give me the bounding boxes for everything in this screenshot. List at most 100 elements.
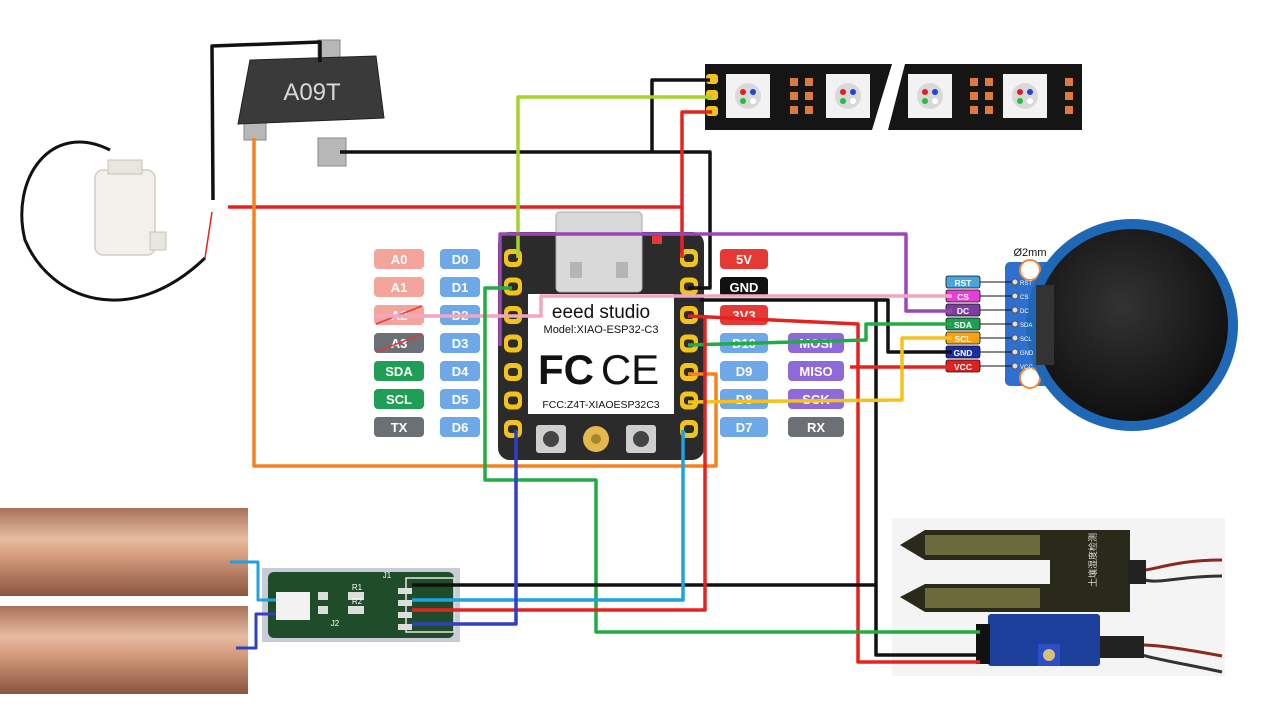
pin-label-a0 xyxy=(374,249,424,269)
pin-label-d4-text: D4 xyxy=(452,364,469,379)
pin-label-d7 xyxy=(720,417,768,437)
pin-label-miso xyxy=(788,361,844,381)
transistor-body xyxy=(237,55,385,125)
display-pcb-pin-text: CS xyxy=(1020,295,1028,301)
display-pin-text-scl: SCL xyxy=(955,334,972,344)
wires xyxy=(210,40,980,664)
pin-label-a1-text: A1 xyxy=(391,280,408,295)
display-pin-text-sda: SDA xyxy=(954,320,972,330)
pin-label-d3 xyxy=(440,333,480,353)
pin-label-d8 xyxy=(720,389,768,409)
xiao-esp32c3-board: eeed studio Model:XIAO-ESP32-C3 FC CE FC… xyxy=(498,211,704,460)
wire-sensor-vcc xyxy=(687,314,980,664)
pump-cap xyxy=(107,159,143,175)
display-pin-text-cs: CS xyxy=(957,292,969,302)
wire-display-cs xyxy=(375,294,952,318)
touch-label-r2: R2 xyxy=(352,597,363,606)
pin-label-tx-text: TX xyxy=(391,420,408,435)
display-pcb-pin-text: RST xyxy=(1020,281,1032,287)
wire-sensor-signal xyxy=(483,286,980,634)
pin-label-a0-text: A0 xyxy=(391,252,408,267)
wire-led-data xyxy=(516,95,712,258)
pin-label-gnd xyxy=(720,277,768,297)
pin-label-d9-text: D9 xyxy=(736,364,753,379)
pin-label-d6-text: D6 xyxy=(452,420,469,435)
pin-label-sda xyxy=(374,361,424,381)
usb-c-connector xyxy=(555,211,643,293)
fcc-id: FCC:Z4T-XIAOESP32C3 xyxy=(542,399,659,411)
wire-pad-top xyxy=(230,560,276,602)
pin-label-rx-text: RX xyxy=(807,420,825,435)
wire-transistor-gnd xyxy=(340,150,712,290)
wire-display-sda xyxy=(687,322,952,347)
pin-label-d7-text: D7 xyxy=(736,420,753,435)
pin-label-scl xyxy=(374,389,424,409)
pump-body xyxy=(94,169,156,256)
display-pin-text-dc: DC xyxy=(957,306,969,316)
pin-label-5v-text: 5V xyxy=(736,252,752,267)
transistor-marking: A09T xyxy=(283,79,341,106)
water-pump xyxy=(20,140,213,302)
wire-pad-bottom xyxy=(236,612,276,650)
pin-label-d0 xyxy=(440,249,480,269)
board-model: Model:XIAO-ESP32-C3 xyxy=(544,324,659,336)
pin-label-5v xyxy=(720,249,768,269)
ce-mark: CE xyxy=(601,346,659,393)
wire-touch-vcc xyxy=(412,316,707,612)
led-strip xyxy=(705,64,1082,130)
pin-label-d0-text: D0 xyxy=(452,252,469,267)
wire-led-5v xyxy=(680,110,712,207)
pin-label-d3-text: D3 xyxy=(452,336,469,351)
pin-label-scl-text: SCL xyxy=(386,392,412,407)
display-pin-text-gnd: GND xyxy=(954,348,973,358)
pin-label-rx xyxy=(788,417,844,437)
transistor-a09t: A09T xyxy=(237,39,385,167)
pin-label-d1 xyxy=(440,277,480,297)
display-pcb-pin-text: GND xyxy=(1020,351,1034,357)
wire-touch-signal xyxy=(412,430,685,602)
display-pin-text-vcc: VCC xyxy=(954,362,972,372)
display-pcb-pin-text: SDA xyxy=(1020,323,1032,329)
pin-label-d5-text: D5 xyxy=(452,392,469,407)
wire-sensor-gnd xyxy=(874,300,980,657)
pin-label-d5 xyxy=(440,389,480,409)
pump-outlet xyxy=(149,231,167,251)
touch-label-j2: J2 xyxy=(331,619,340,628)
pump-cable xyxy=(20,140,207,302)
pin-label-gnd-text: GND xyxy=(730,280,759,295)
pin-label-sda-text: SDA xyxy=(385,364,413,379)
soil-moisture-sensor: 土壤湿度检测 xyxy=(892,518,1225,676)
pin-label-sck xyxy=(788,389,844,409)
sensor-module-pcb xyxy=(988,614,1100,666)
wire-display-scl xyxy=(687,336,952,404)
copper-pad-bottom xyxy=(0,606,248,694)
shield-can xyxy=(528,294,674,414)
pin-label-tx xyxy=(374,417,424,437)
wire-led-gnd xyxy=(650,78,710,152)
display-pcb-pin-text: VCC xyxy=(1020,365,1033,371)
touch-board-chip xyxy=(276,592,310,620)
wire-display-gnd xyxy=(700,298,952,354)
display-screen xyxy=(1036,229,1228,421)
pin-label-d1-text: D1 xyxy=(452,280,469,295)
fc-mark: FC xyxy=(538,346,594,393)
wire-pump-gnd xyxy=(210,40,322,201)
touch-sensor-board: R1 R2 J1 J2 xyxy=(262,568,460,642)
pin-label-miso-text: MISO xyxy=(799,364,832,379)
display-hole-label: Ø2mm xyxy=(1014,247,1047,259)
display-pin-text-rst: RST xyxy=(955,278,973,288)
copper-touch-pads xyxy=(0,508,248,694)
touch-label-j1: J1 xyxy=(383,571,392,580)
left-pin-labels: A0 A1 A2 A3 SDA SCL TX D0 D1 D2 D3 D4 D5… xyxy=(374,249,480,437)
pin-label-d8-text: D8 xyxy=(736,392,753,407)
display-pcb-pin-text: DC xyxy=(1020,309,1029,315)
board-brand: eeed studio xyxy=(552,302,650,323)
pin-label-d6 xyxy=(440,417,480,437)
pin-label-d4 xyxy=(440,361,480,381)
pin-label-a1 xyxy=(374,277,424,297)
copper-pad-top xyxy=(0,508,248,596)
pin-label-mosi-text: MOSI xyxy=(799,336,832,351)
